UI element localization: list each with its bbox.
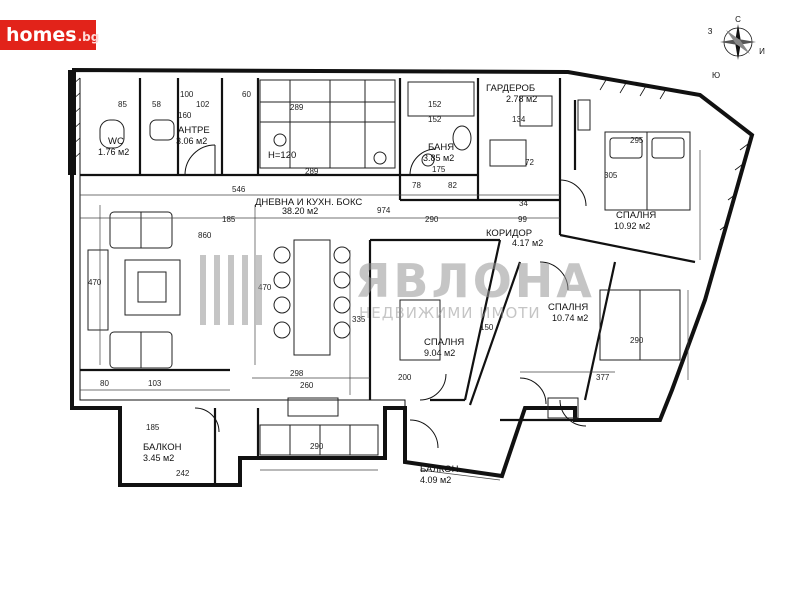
dim-34: 34 xyxy=(519,199,528,208)
compass-rose: С Ю И З xyxy=(708,15,766,80)
room-area-bed1: 10.92 м2 xyxy=(614,221,650,231)
dim-185-balcony: 185 xyxy=(146,423,160,432)
logo-tld: .bg xyxy=(77,30,100,44)
compass-south: Ю xyxy=(712,71,720,80)
room-area-bed2: 10.74 м2 xyxy=(552,313,588,323)
outer-walls xyxy=(70,68,755,487)
logo-text: homes xyxy=(6,24,77,46)
room-label-balcony1: БАЛКОН xyxy=(143,442,182,453)
dim-200: 200 xyxy=(398,373,412,382)
room-label-living: ДНЕВНА И КУХН. БОКС xyxy=(255,197,362,208)
dim-102: 102 xyxy=(196,100,210,109)
dim-335: 335 xyxy=(352,315,366,324)
dimension-labels: 85 58 100 102 60 160 289 289 152 152 134… xyxy=(88,90,644,478)
dim-242: 242 xyxy=(176,469,190,478)
dim-80: 80 xyxy=(100,379,109,388)
site-logo[interactable]: homes.bg xyxy=(0,20,99,50)
dim-185-living: 185 xyxy=(222,215,236,224)
room-label-wc: WC xyxy=(108,136,124,147)
room-area-closet: 2.78 м2 xyxy=(506,94,537,104)
dim-295: 295 xyxy=(630,136,644,145)
dim-546: 546 xyxy=(232,185,246,194)
wall-hatch xyxy=(71,77,749,231)
dim-289-bottom: 289 xyxy=(305,167,319,176)
dim-152-mid: 152 xyxy=(428,115,442,124)
dim-860: 860 xyxy=(198,231,212,240)
dim-152-top: 152 xyxy=(428,100,442,109)
dim-305: 305 xyxy=(604,171,618,180)
room-area-balcony2: 4.09 м2 xyxy=(420,475,451,485)
dim-290-balcony: 290 xyxy=(310,442,324,451)
interior-walls xyxy=(80,78,696,485)
dim-298: 298 xyxy=(290,369,304,378)
bedroom-furniture xyxy=(399,99,691,419)
room-label-balcony2: БАЛКОН xyxy=(420,464,459,475)
dim-99: 99 xyxy=(518,215,527,224)
room-label-bed2: СПАЛНЯ xyxy=(548,302,588,313)
living-furniture xyxy=(87,211,379,456)
room-label-bed1: СПАЛНЯ xyxy=(616,210,656,221)
dim-134: 134 xyxy=(512,115,526,124)
dim-175: 175 xyxy=(432,165,446,174)
dim-974: 974 xyxy=(377,206,391,215)
dim-470-left: 470 xyxy=(88,278,102,287)
bathroom-fixtures xyxy=(99,81,553,167)
dim-58: 58 xyxy=(152,100,161,109)
compass-north: С xyxy=(735,15,741,24)
dim-289-top: 289 xyxy=(290,103,304,112)
room-area-bath: 3.85 м2 xyxy=(423,153,454,163)
outer-walls-inner xyxy=(68,70,406,410)
room-label-corridor: КОРИДОР xyxy=(486,228,532,239)
dim-78: 78 xyxy=(412,181,421,190)
room-area-antre: 3.06 м2 xyxy=(176,136,207,146)
dim-290-bed: 290 xyxy=(630,336,644,345)
room-label-closet: ГАРДЕРОБ xyxy=(486,83,535,94)
dim-260: 260 xyxy=(300,381,314,390)
dim-290-corridor: 290 xyxy=(425,215,439,224)
dim-377: 377 xyxy=(596,373,610,382)
compass-west: З xyxy=(708,27,713,36)
dim-470-mid: 470 xyxy=(258,283,272,292)
dim-82: 82 xyxy=(448,181,457,190)
compass-east: И xyxy=(759,47,765,56)
dim-103: 103 xyxy=(148,379,162,388)
room-area-corridor: 4.17 м2 xyxy=(512,238,543,248)
doors xyxy=(184,144,587,449)
kitchen-counter xyxy=(259,79,396,169)
room-label-bed3: СПАЛНЯ xyxy=(424,337,464,348)
room-area-balcony1: 3.45 м2 xyxy=(143,453,174,463)
dim-100: 100 xyxy=(180,90,194,99)
room-labels: АНТРЕ 3.06 м2 WC 1.76 м2 ДНЕВНА И КУХН. … xyxy=(98,83,656,485)
dim-150: 150 xyxy=(480,323,494,332)
room-label-bath: БАНЯ xyxy=(428,142,454,153)
dim-60: 60 xyxy=(242,90,251,99)
room-area-wc: 1.76 м2 xyxy=(98,147,129,157)
room-label-antre: АНТРЕ xyxy=(178,125,210,136)
dim-85: 85 xyxy=(118,100,127,109)
height-note: Н=120 xyxy=(268,150,296,161)
dimension-lines xyxy=(80,150,701,481)
dim-160: 160 xyxy=(178,111,192,120)
dim-72: 72 xyxy=(525,158,534,167)
room-area-bed3: 9.04 м2 xyxy=(424,348,455,358)
room-area-living: 38.20 м2 xyxy=(282,206,318,216)
